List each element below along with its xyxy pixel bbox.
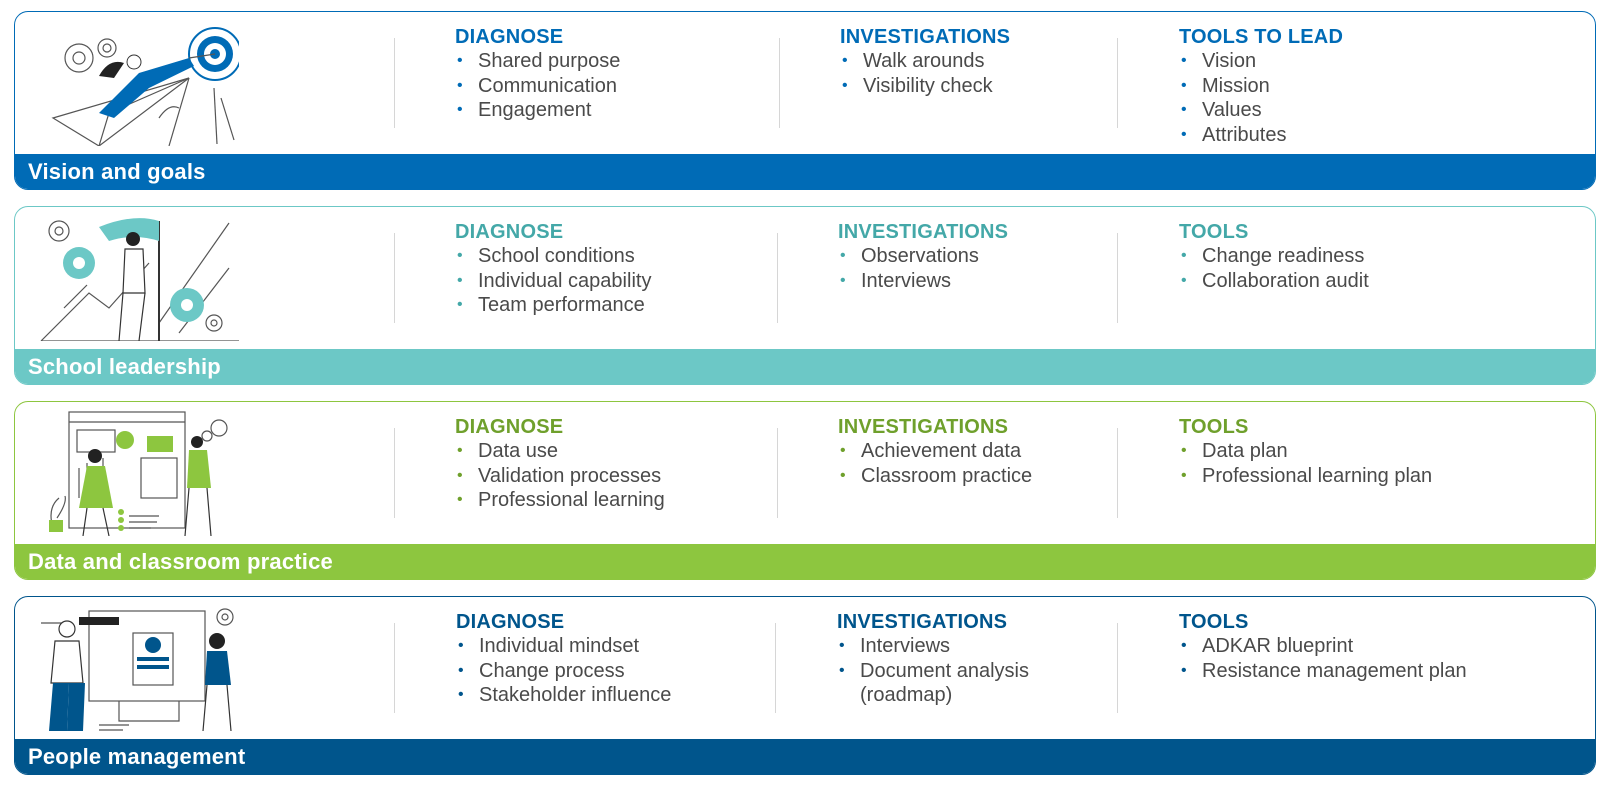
list-item: •Change readiness — [1181, 245, 1365, 267]
list-item: •Document analysis (roadmap) — [839, 659, 1029, 707]
list-item: •Interviews — [840, 269, 952, 292]
list-item: •Change process — [458, 659, 625, 682]
leader-with-flag-gears-icon — [39, 213, 239, 341]
list-item: •Visibility check — [842, 74, 993, 97]
column-heading: INVESTIGATIONS — [838, 221, 1009, 243]
column-heading: INVESTIGATIONS — [840, 26, 1011, 48]
column-diagnose: DIAGNOSE •School conditions •Individual … — [455, 220, 795, 318]
list-item: •Team performance — [457, 294, 645, 316]
list-item: •Resistance management plan — [1181, 659, 1467, 682]
section-card-school-leadership: DIAGNOSE •School conditions •Individual … — [14, 206, 1596, 385]
column-diagnose: DIAGNOSE •Data use •Validation processes… — [455, 415, 795, 513]
section-title: People management — [15, 739, 1595, 774]
person-on-paper-plane-target-icon — [39, 18, 239, 146]
list-item: •Shared purpose — [457, 50, 621, 72]
column-heading: DIAGNOSE — [456, 611, 565, 633]
section-title: Data and classroom practice — [15, 544, 1595, 579]
list-item: •Engagement — [457, 99, 592, 121]
column-investigations: INVESTIGATIONS •Observations •Interviews — [838, 220, 1178, 293]
list-item: •Individual mindset — [458, 635, 640, 657]
column-tools: TOOLS •ADKAR blueprint •Resistance manag… — [1179, 610, 1519, 683]
list-item: •ADKAR blueprint — [1181, 635, 1354, 657]
list-item: •School conditions — [457, 245, 635, 267]
list-item: •Data plan — [1181, 440, 1288, 462]
column-heading: DIAGNOSE — [455, 416, 564, 438]
section-title: Vision and goals — [15, 154, 1595, 189]
list-item: •Individual capability — [457, 269, 652, 292]
column-investigations: INVESTIGATIONS •Interviews •Document ana… — [837, 610, 1177, 708]
column-investigations: INVESTIGATIONS •Walk arounds •Visibility… — [840, 25, 1180, 98]
column-investigations: INVESTIGATIONS •Achievement data •Classr… — [838, 415, 1178, 488]
list-item: •Validation processes — [457, 464, 662, 487]
section-card-vision-and-goals: DIAGNOSE •Shared purpose •Communication … — [14, 11, 1596, 190]
list-item: •Communication — [457, 74, 617, 97]
column-heading: TOOLS — [1179, 611, 1249, 633]
list-item: •Vision — [1181, 50, 1257, 72]
column-heading: TOOLS — [1179, 416, 1249, 438]
column-heading: DIAGNOSE — [455, 221, 564, 243]
section-card-data-and-classroom-practice: DIAGNOSE •Data use •Validation processes… — [14, 401, 1596, 580]
column-heading: TOOLS — [1179, 221, 1249, 243]
column-heading: TOOLS TO LEAD — [1179, 26, 1344, 48]
list-item: •Mission — [1181, 74, 1270, 97]
section-title: School leadership — [15, 349, 1595, 384]
people-at-data-board-icon — [39, 408, 239, 536]
list-item: •Attributes — [1181, 123, 1287, 146]
column-heading: INVESTIGATIONS — [837, 611, 1008, 633]
list-item: •Professional learning — [457, 489, 665, 511]
list-item: •Observations — [840, 245, 979, 267]
column-heading: INVESTIGATIONS — [838, 416, 1009, 438]
list-item: •Stakeholder influence — [458, 684, 672, 706]
column-heading: DIAGNOSE — [455, 26, 564, 48]
list-item: •Achievement data — [840, 440, 1022, 462]
list-item: •Professional learning plan — [1181, 464, 1433, 487]
column-diagnose: DIAGNOSE •Shared purpose •Communication … — [455, 25, 795, 123]
section-card-people-management: DIAGNOSE •Individual mindset •Change pro… — [14, 596, 1596, 775]
list-item: •Walk arounds — [842, 50, 985, 72]
list-item: •Interviews — [839, 635, 951, 657]
list-item: •Collaboration audit — [1181, 269, 1369, 292]
column-tools: TOOLS •Change readiness •Collaboration a… — [1179, 220, 1519, 293]
list-item: •Classroom practice — [840, 464, 1033, 487]
people-with-profile-screen-icon — [39, 603, 239, 731]
list-item: •Data use — [457, 440, 559, 462]
column-tools: TOOLS TO LEAD •Vision •Mission •Values •… — [1179, 25, 1519, 147]
column-diagnose: DIAGNOSE •Individual mindset •Change pro… — [456, 610, 796, 708]
list-item: •Values — [1181, 99, 1262, 121]
column-tools: TOOLS •Data plan •Professional learning … — [1179, 415, 1519, 488]
